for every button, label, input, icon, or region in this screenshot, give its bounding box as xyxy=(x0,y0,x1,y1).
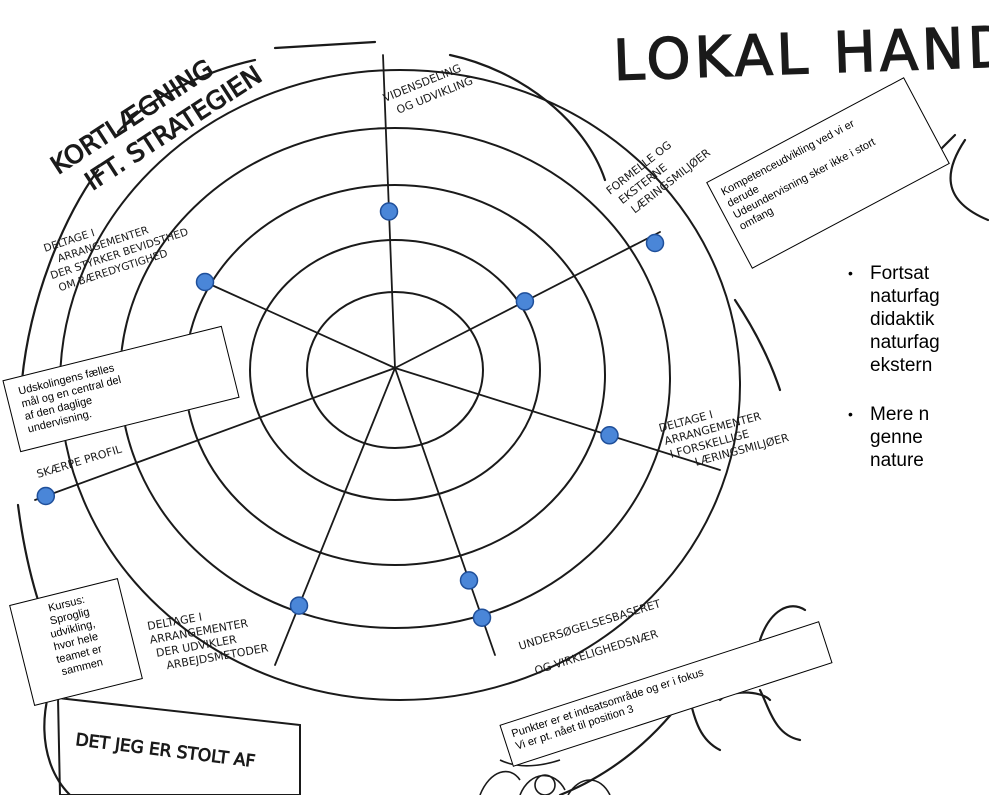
label-upper-right: FORMELLE OG EKSTERNE LÆRINGSMILJØER xyxy=(604,139,713,217)
main-title: LOKAL HAND xyxy=(612,14,989,94)
label-right: DELTAGE I ARRANGEMENTER I FORSKELLIGE LÆ… xyxy=(657,408,790,469)
position-marker-upper-right-outer xyxy=(645,233,665,253)
position-marker-lower-left xyxy=(289,596,309,615)
position-marker-lower-right-outer xyxy=(472,608,492,627)
position-marker-upper-right xyxy=(515,292,535,311)
bullet-item-1: Fortsat naturfag didaktik naturfag ekste… xyxy=(848,262,989,377)
bullet-item-1-line3: didaktik xyxy=(870,309,935,330)
bullet-item-2-line2: genne xyxy=(870,427,923,448)
bullet-item-1-line2: naturfag xyxy=(870,286,940,307)
strategy-title: KORTLÆGNING IFT. STRATEGIEN xyxy=(45,53,267,196)
spider-spokes xyxy=(34,54,721,666)
position-marker-upper-left xyxy=(195,272,215,292)
position-markers xyxy=(36,202,665,627)
bullet-item-2-line1: Mere n xyxy=(870,404,930,425)
position-marker-right xyxy=(600,426,619,445)
bottom-label: DET JEG ER STOLT AF xyxy=(74,730,256,772)
bottom-sketch xyxy=(479,759,611,795)
label-lower-right: UNDERSØGELSESBASERET OG VIRKELIGHEDSNÆR xyxy=(517,597,662,677)
label-top: VIDENSDELING OG UDVIKLING xyxy=(381,62,474,117)
bullet-item-2-line3: nature xyxy=(870,450,924,471)
position-marker-lower-right xyxy=(459,571,479,590)
bullet-item-1-line1: Fortsat xyxy=(870,263,930,284)
bullet-item-1-line4: naturfag xyxy=(870,332,940,353)
bullet-item-2: Mere n genne nature xyxy=(848,403,989,472)
main-title-text: LOKAL HAND xyxy=(612,15,989,94)
bullet-list: Fortsat naturfag didaktik naturfag ekste… xyxy=(848,262,989,498)
position-marker-left xyxy=(36,486,56,506)
position-marker-top xyxy=(379,202,399,221)
label-upper-left: DELTAGE I ARRANGEMENTER DER STYRKER BEVI… xyxy=(42,224,190,294)
bullet-item-1-line5: ekstern xyxy=(870,355,933,376)
